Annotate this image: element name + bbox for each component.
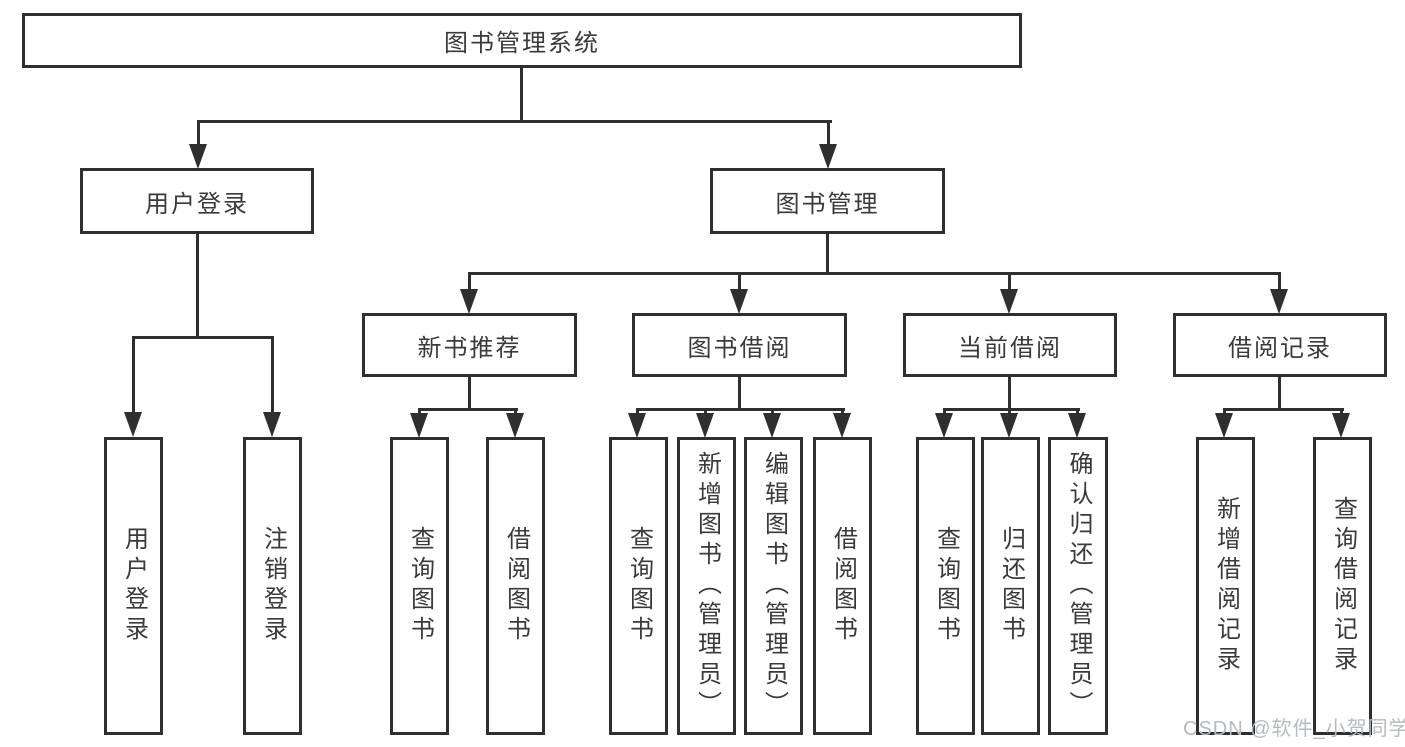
leaf-user-login: 用户登录 [104,437,163,735]
arrowhead-down-icon [1332,413,1350,438]
connector-line [1278,272,1281,291]
node-new-book-recommendation: 新书推荐 [362,313,577,377]
leaf-logout: 注销登录 [243,437,302,735]
leaf-label: 编辑图书（管理员） [760,451,788,721]
node-user-login: 用户登录 [80,168,314,234]
leaf-query-borrow-record: 查询借阅记录 [1313,437,1372,735]
leaf-label: 新增借阅记录 [1212,496,1240,676]
arrowhead-down-icon [935,413,953,438]
arrowhead-down-icon [819,144,837,169]
leaf-label: 注销登录 [259,526,287,646]
connector-line [738,377,741,408]
arrowhead-down-icon [696,413,714,438]
connector-line [468,272,471,291]
arrowhead-down-icon [1068,413,1086,438]
connector-line [197,120,832,123]
connector-line [826,234,829,272]
node-current-borrowing: 当前借阅 [903,313,1117,377]
connector-line [132,336,274,339]
connector-line [271,336,274,415]
leaf-label: 查询图书 [406,526,434,646]
leaf-confirm-return-admin: 确认归还（管理员） [1048,437,1108,735]
connector-line [771,408,774,415]
connector-line [1278,377,1281,408]
leaf-label: 借阅图书 [502,526,530,646]
leaf-borrow-books-recommend: 借阅图书 [486,437,545,735]
arrowhead-down-icon [410,413,428,438]
leaf-label: 确认归还（管理员） [1065,451,1092,721]
leaf-borrow-books: 借阅图书 [813,437,872,735]
node-label: 用户登录 [145,190,249,218]
leaf-label: 用户登录 [120,526,148,646]
watermark: CSDN @软件_小贺同学 [1183,718,1405,740]
connector-line [1076,408,1079,415]
leaf-label: 借阅图书 [829,526,857,646]
connector-line [1340,408,1343,415]
connector-line [1223,408,1226,415]
node-label: 图书管理 [775,190,880,218]
connector-line [636,408,639,415]
leaf-query-books-current: 查询图书 [916,437,975,735]
leaf-query-books-borrowing: 查询图书 [609,437,668,735]
arrowhead-down-icon [1270,289,1288,314]
arrowhead-down-icon [1000,413,1018,438]
arrowhead-down-icon [124,412,142,437]
connector-line [418,408,518,411]
connector-line [943,408,946,415]
node-label: 当前借阅 [958,334,1062,362]
leaf-label: 查询借阅记录 [1329,496,1357,676]
connector-line [1008,272,1011,291]
connector-line [196,234,199,336]
connector-line [1008,408,1011,415]
arrowhead-down-icon [833,413,851,438]
leaf-label: 查询图书 [625,526,653,646]
arrowhead-down-icon [730,289,748,314]
node-book-management: 图书管理 [710,168,945,234]
connector-line [738,272,741,291]
node-label: 图书管理系统 [444,30,600,57]
connector-line [704,408,707,415]
node-book-borrowing: 图书借阅 [632,313,847,377]
node-root-library-management-system: 图书管理系统 [22,13,1022,68]
leaf-label: 归还图书 [997,526,1025,646]
arrowhead-down-icon [1000,289,1018,314]
connector-line [132,336,135,415]
leaf-label: 查询图书 [932,526,960,646]
connector-line [514,408,517,415]
arrowhead-down-icon [189,144,207,169]
leaf-label: 新增图书（管理员） [693,451,721,721]
leaf-add-borrow-record: 新增借阅记录 [1196,437,1255,735]
connector-line [1223,408,1344,411]
node-label: 新书推荐 [417,334,522,362]
connector-line [468,377,471,408]
leaf-query-books-recommend: 查询图书 [390,437,449,735]
arrowhead-down-icon [460,289,478,314]
arrowhead-down-icon [1215,413,1233,438]
connector-line [827,120,830,146]
connector-line [520,68,523,120]
arrowhead-down-icon [506,413,524,438]
node-label: 图书借阅 [687,334,792,362]
leaf-add-books-admin: 新增图书（管理员） [677,437,736,735]
connector-line [418,408,421,415]
arrowhead-down-icon [628,413,646,438]
connector-line [468,272,1281,275]
connector-line [636,408,845,411]
leaf-edit-books-admin: 编辑图书（管理员） [744,437,803,735]
leaf-return-books: 归还图书 [981,437,1040,735]
connector-line [943,408,1080,411]
connector-line [841,408,844,415]
node-borrowing-records: 借阅记录 [1173,313,1387,377]
connector-line [1008,377,1011,408]
arrowhead-down-icon [263,412,281,437]
connector-line [197,120,200,146]
node-label: 借阅记录 [1228,334,1332,362]
arrowhead-down-icon [763,413,781,438]
